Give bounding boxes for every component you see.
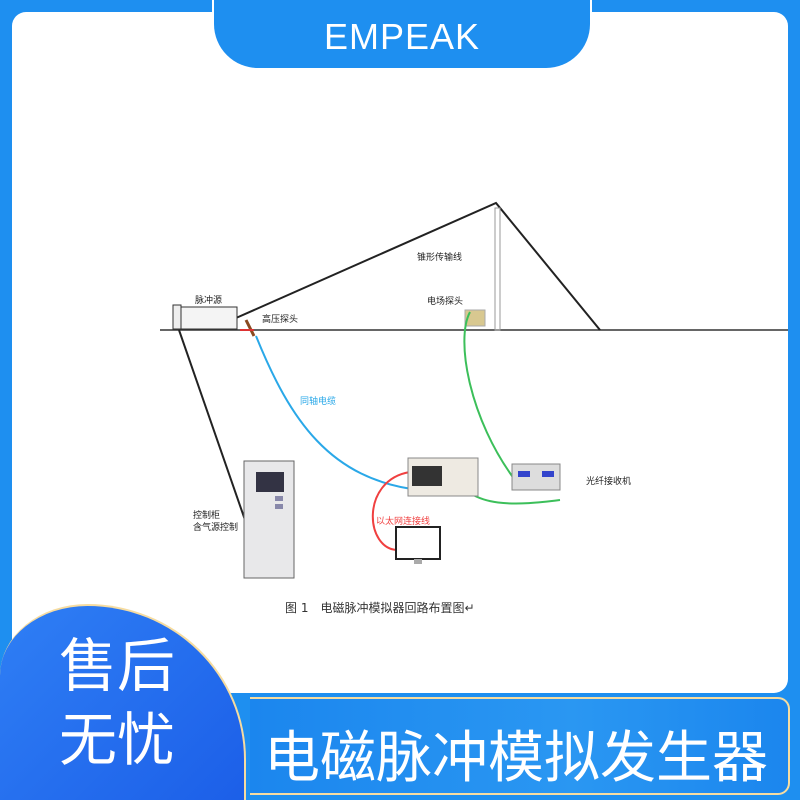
product-title-banner: 电磁脉冲模拟发生器 [250,697,790,795]
label-cone-line: 锥形传输线 [417,251,462,263]
badge-line-2: 无忧 [58,706,175,774]
hv-probe-base [240,329,254,331]
product-title: 电磁脉冲模拟发生器 [264,726,768,791]
hv-probe [244,319,256,337]
control-cabinet [243,460,295,579]
fiber-receiver-device [511,463,561,491]
label-fiber-receiver: 光纤接收机 [586,475,631,487]
ethernet-cable [371,471,411,551]
content-panel [12,12,788,693]
label-coax: 同轴电缆 [300,395,336,407]
figure-caption: 图 1 电磁脉冲模拟器回路布置图↵ [285,600,475,615]
brand-name: EMPEAK [323,16,481,57]
oscilloscope [407,457,479,497]
label-pulse-source: 脉冲源 [195,294,222,306]
brand-tab: EMPEAK [212,0,592,70]
label-ethernet: 以太网连接线 [376,515,430,527]
cone-transmission-line [235,201,601,331]
badge-line-1: 售后 [58,632,175,700]
label-control-cabinet-1: 控制柜 [193,509,220,521]
label-field-probe: 电场探头 [427,295,463,307]
label-hv-probe: 高压探头 [262,313,298,325]
pulse-source-device [172,304,238,330]
control-cable [178,329,246,521]
support-pole [494,207,501,331]
computer-monitor [395,526,441,564]
label-control-cabinet-2: 含气源控制 [193,521,238,533]
